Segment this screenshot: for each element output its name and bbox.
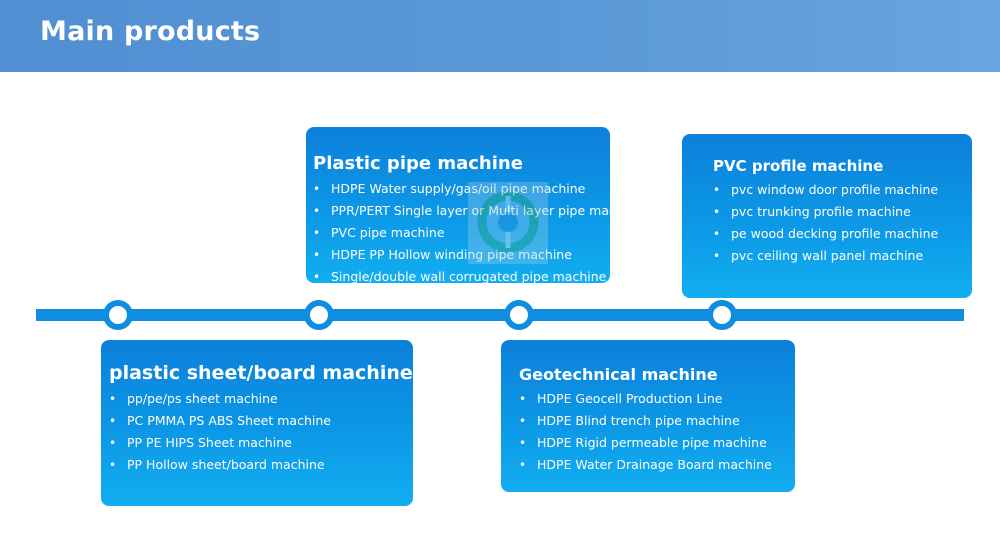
- card-item-list: pvc window door profile machine pvc trun…: [713, 179, 938, 267]
- card-plastic-pipe-machine: Plastic pipe machine HDPE Water supply/g…: [306, 127, 610, 283]
- card-pvc-profile-machine: PVC profile machine pvc window door prof…: [682, 134, 972, 298]
- list-item: pvc ceiling wall panel machine: [713, 245, 938, 267]
- list-item: pvc window door profile machine: [713, 179, 938, 201]
- card-item-list: HDPE Water supply/gas/oil pipe machine P…: [313, 178, 610, 283]
- card-plastic-sheet-board-machine: plastic sheet/board machine pp/pe/ps she…: [101, 340, 413, 506]
- card-title: plastic sheet/board machine: [109, 362, 413, 384]
- card-geotechnical-machine: Geotechnical machine HDPE Geocell Produc…: [501, 340, 795, 492]
- list-item: pe wood decking profile machine: [713, 223, 938, 245]
- list-item: HDPE PP Hollow winding pipe machine: [313, 244, 610, 266]
- list-item: PP Hollow sheet/board machine: [109, 454, 331, 476]
- card-item-list: HDPE Geocell Production Line HDPE Blind …: [519, 388, 772, 476]
- page-title: Main products: [40, 16, 261, 47]
- list-item: HDPE Water Drainage Board machine: [519, 454, 772, 476]
- list-item: HDPE Water supply/gas/oil pipe machine: [313, 178, 610, 200]
- list-item: PP PE HIPS Sheet machine: [109, 432, 331, 454]
- timeline-line: [36, 309, 964, 321]
- list-item: pp/pe/ps sheet machine: [109, 388, 331, 410]
- card-item-list: pp/pe/ps sheet machine PC PMMA PS ABS Sh…: [109, 388, 331, 476]
- header-banner: Main products: [0, 0, 1000, 72]
- list-item: HDPE Geocell Production Line: [519, 388, 772, 410]
- list-item: pvc trunking profile machine: [713, 201, 938, 223]
- list-item: HDPE Rigid permeable pipe machine: [519, 432, 772, 454]
- card-title: Plastic pipe machine: [313, 153, 523, 174]
- card-title: Geotechnical machine: [519, 365, 718, 384]
- list-item: PVC pipe machine: [313, 222, 610, 244]
- list-item: HDPE Blind trench pipe machine: [519, 410, 772, 432]
- list-item: Single/double wall corrugated pipe machi…: [313, 266, 610, 283]
- timeline-node-2: [304, 300, 334, 330]
- list-item: PC PMMA PS ABS Sheet machine: [109, 410, 331, 432]
- list-item: PPR/PERT Single layer or Multi layer pip…: [313, 200, 610, 222]
- timeline-node-4: [707, 300, 737, 330]
- timeline-node-3: [504, 300, 534, 330]
- card-title: PVC profile machine: [713, 157, 884, 175]
- timeline-node-1: [103, 300, 133, 330]
